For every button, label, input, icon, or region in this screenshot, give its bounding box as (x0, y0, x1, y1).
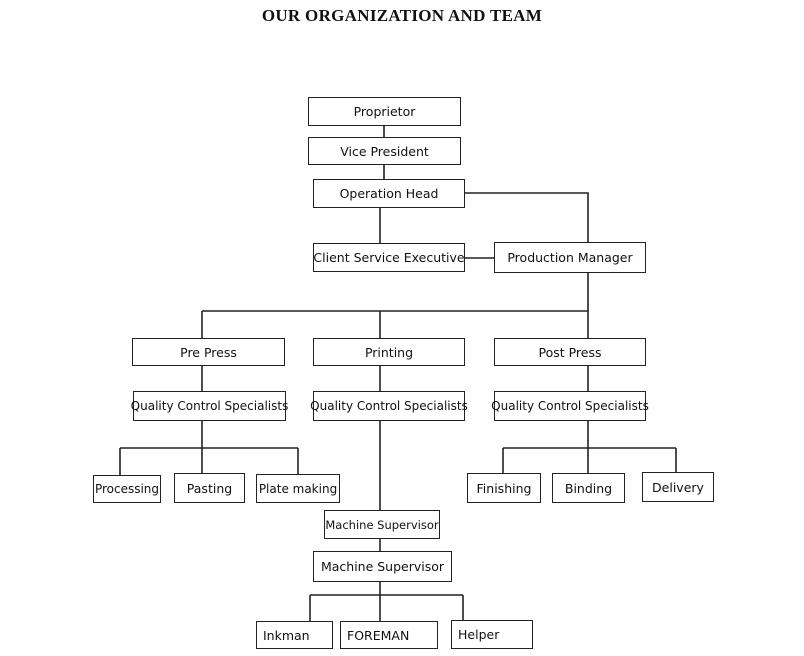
node-pasting: Pasting (174, 473, 245, 503)
node-inkman: Inkman (256, 621, 333, 649)
node-operation-head: Operation Head (313, 179, 465, 208)
node-pre-press: Pre Press (132, 338, 285, 366)
node-finishing: Finishing (467, 473, 541, 503)
node-qc-pre-press: Quality Control Specialists (131, 391, 288, 421)
node-machine-supervisor-1: Machine Supervisor (324, 510, 440, 539)
node-qc-post-press: Quality Control Specialists (491, 391, 649, 421)
node-qc-printing: Quality Control Specialists (310, 391, 468, 421)
node-production-manager: Production Manager (494, 242, 646, 273)
node-printing: Printing (313, 338, 465, 366)
chart-title: OUR ORGANIZATION AND TEAM (261, 6, 543, 25)
node-binding: Binding (552, 473, 625, 503)
node-machine-supervisor-2: Machine Supervisor (313, 551, 452, 582)
node-post-press: Post Press (494, 338, 646, 366)
node-delivery: Delivery (642, 472, 714, 502)
node-vice-president: Vice President (308, 137, 461, 165)
node-foreman: FOREMAN (340, 621, 438, 649)
node-processing: Processing (93, 475, 161, 503)
node-plate-making: Plate making (256, 474, 340, 503)
node-proprietor: Proprietor (308, 97, 461, 126)
node-client-service-executive: Client Service Executive (313, 243, 465, 272)
node-helper: Helper (451, 620, 533, 649)
